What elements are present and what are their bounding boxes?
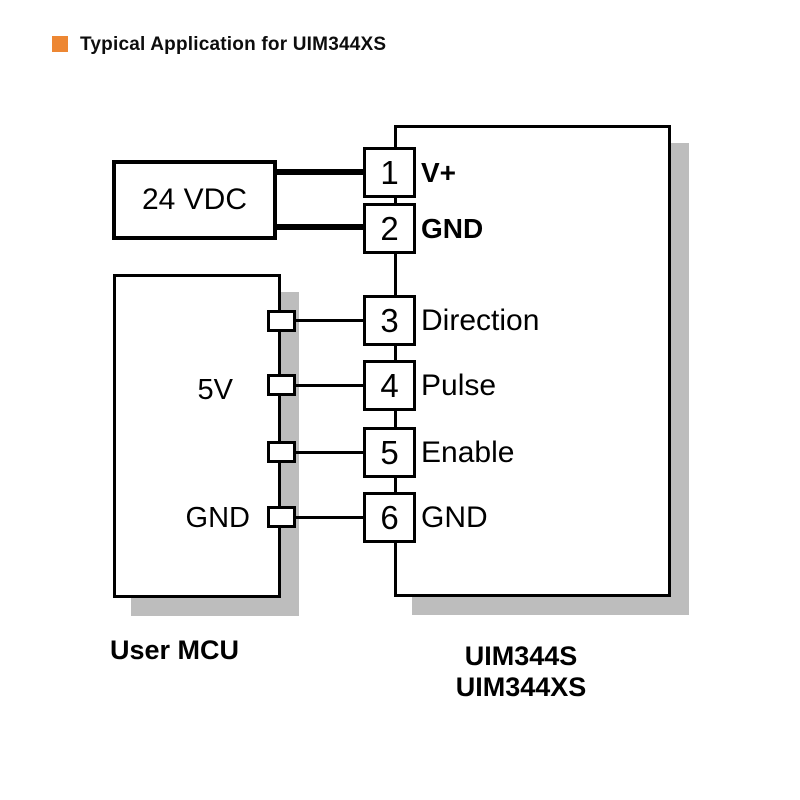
pin-box-4: 4 (363, 360, 416, 411)
pin-label-vplus: V+ (421, 157, 457, 188)
mcu-5v-label: 5V (197, 374, 233, 406)
wire-enable (294, 451, 370, 454)
pin-number: 4 (380, 366, 399, 404)
power-supply-box: 24 VDC (112, 160, 277, 240)
wire-direction (294, 319, 370, 322)
pin-number: 6 (380, 498, 399, 536)
mcu-pad-direction (267, 310, 296, 332)
pin-number: 5 (380, 433, 399, 471)
mcu-pad-enable (267, 441, 296, 463)
driver-caption-line2: UIM344XS (455, 672, 587, 702)
wire-gnd-signal (294, 516, 370, 519)
power-supply-label: 24 VDC (141, 183, 248, 216)
wire-vplus (275, 169, 365, 175)
pin-box-1: 1 (363, 147, 416, 198)
driver-box (394, 125, 671, 597)
mcu-pad-pulse (267, 374, 296, 396)
wire-pulse (294, 384, 370, 387)
pin-label-gnd-power: GND (421, 213, 484, 244)
mcu-gnd-label: GND (185, 502, 250, 534)
mcu-pad-gnd (267, 506, 296, 528)
page-title: Typical Application for UIM344XS (80, 34, 387, 55)
pin-label-enable: Enable (421, 436, 515, 469)
pin-number: 2 (380, 209, 399, 247)
pin-box-6: 6 (363, 492, 416, 543)
driver-caption-line1: UIM344S (464, 641, 578, 671)
mcu-box (113, 274, 281, 598)
pin-label-gnd-signal: GND (421, 501, 488, 534)
wire-gnd-power (275, 224, 365, 230)
mcu-caption: User MCU (110, 635, 240, 665)
section-bullet-icon (52, 36, 68, 52)
pin-label-direction: Direction (421, 304, 540, 337)
pin-box-3: 3 (363, 295, 416, 346)
driver-caption: UIM344S UIM344XS (398, 641, 644, 703)
pin-label-pulse: Pulse (421, 369, 497, 402)
pin-number: 3 (380, 301, 399, 339)
pin-box-2: 2 (363, 203, 416, 254)
pin-number: 1 (380, 153, 399, 191)
pin-box-5: 5 (363, 427, 416, 478)
